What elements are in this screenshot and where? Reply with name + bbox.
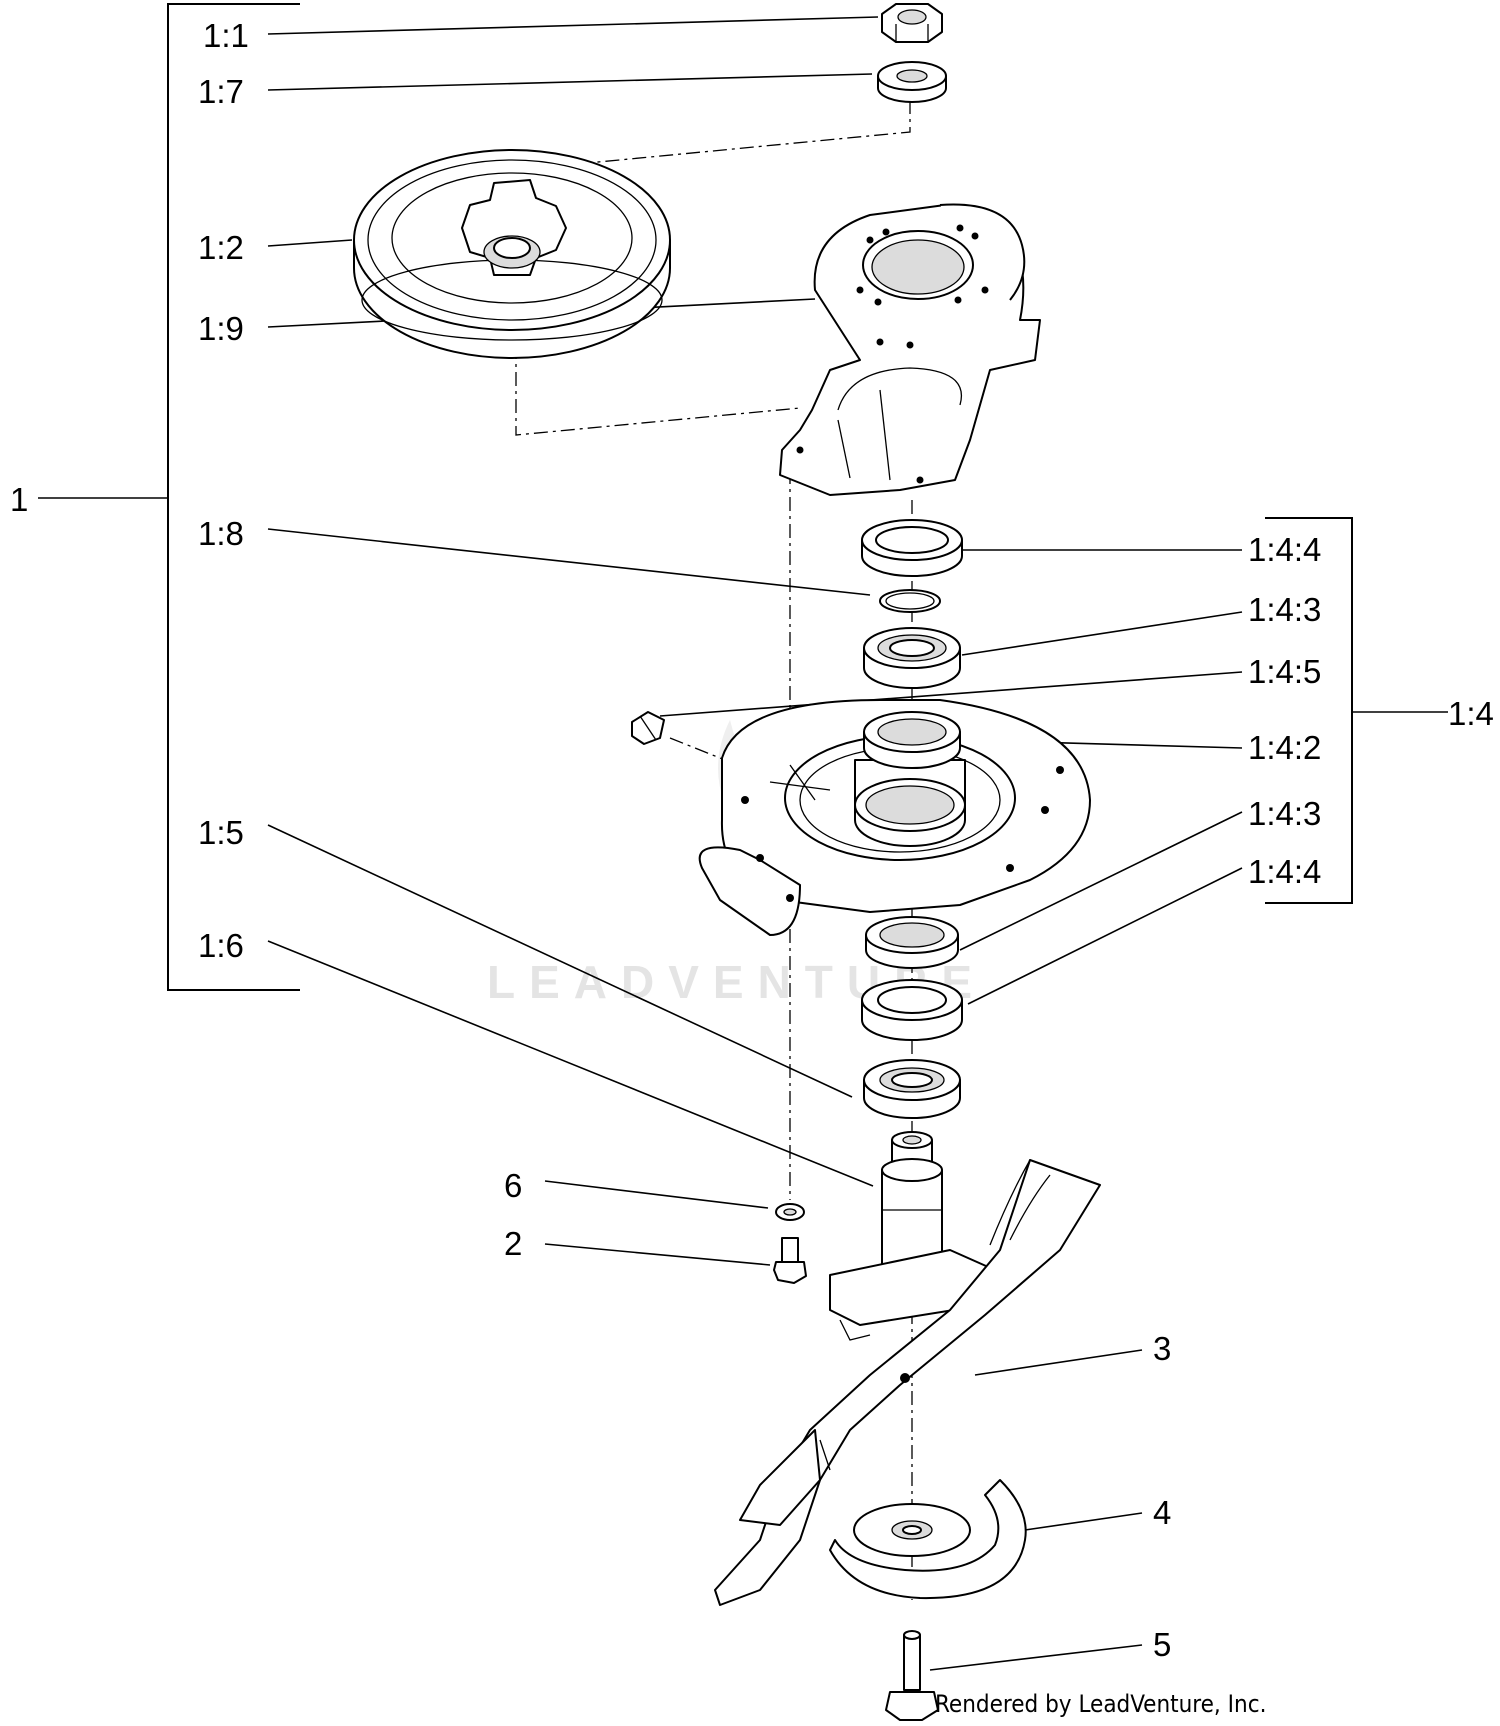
label-1-4-3-lower: 1:4:3 [1248, 795, 1321, 832]
label-1-4-4-upper: 1:4:4 [1248, 531, 1321, 568]
label-1-4-3-upper: 1:4:3 [1248, 591, 1321, 628]
label-1-4-5: 1:4:5 [1248, 653, 1321, 690]
label-1: 1 [10, 481, 28, 518]
label-3: 3 [1153, 1330, 1171, 1367]
part-1-4-5-grease-fitting[interactable] [631, 711, 665, 745]
label-1-9: 1:9 [198, 310, 244, 347]
label-5: 5 [1153, 1626, 1171, 1663]
part-1-8-snap-ring[interactable] [879, 589, 941, 613]
part-1-4-4-seal-lower[interactable] [861, 979, 963, 1041]
part-1-5-seal-cup[interactable] [863, 1059, 961, 1119]
render-credit: Rendered by LeadVenture, Inc. [935, 1690, 1266, 1718]
part-1-9-mounting-bracket[interactable] [779, 203, 1041, 496]
part-1-4-3-bearing-lower[interactable] [865, 916, 959, 969]
label-1-4-2: 1:4:2 [1248, 729, 1321, 766]
bracket-assembly-1 [38, 3, 300, 991]
label-1-1: 1:1 [203, 17, 249, 54]
part-1-1-nut[interactable] [881, 3, 943, 43]
bracket-assembly-1-4 [1265, 517, 1448, 904]
part-1-4-3-bearing-upper[interactable] [863, 627, 961, 689]
label-1-5: 1:5 [198, 814, 244, 851]
part-3-blade[interactable] [714, 1159, 1101, 1606]
part-2-bolt[interactable] [773, 1237, 807, 1284]
label-1-7: 1:7 [198, 73, 244, 110]
part-6-washer[interactable] [775, 1203, 805, 1221]
label-1-6: 1:6 [198, 927, 244, 964]
label-1-4-4-lower: 1:4:4 [1248, 853, 1321, 890]
part-4-blade-mount-disc[interactable] [829, 1479, 1027, 1600]
callout-labels: 1 1:1 1:7 1:2 1:9 1:8 1:5 1:6 1:4 1:4:4 … [10, 17, 1494, 1663]
leader-lines [267, 16, 1243, 1671]
label-2: 2 [504, 1225, 522, 1262]
label-1-2: 1:2 [198, 229, 244, 266]
part-1-4-2-spindle-housing[interactable] [698, 699, 1091, 936]
part-1-4-4-seal-upper[interactable] [861, 519, 963, 577]
part-1-7-washer[interactable] [877, 61, 947, 103]
part-5-blade-bolt[interactable] [885, 1630, 939, 1721]
part-1-2-pulley[interactable] [353, 149, 671, 359]
label-4: 4 [1153, 1494, 1171, 1531]
label-1-4: 1:4 [1448, 695, 1494, 732]
label-1-8: 1:8 [198, 515, 244, 552]
label-6: 6 [504, 1167, 522, 1204]
